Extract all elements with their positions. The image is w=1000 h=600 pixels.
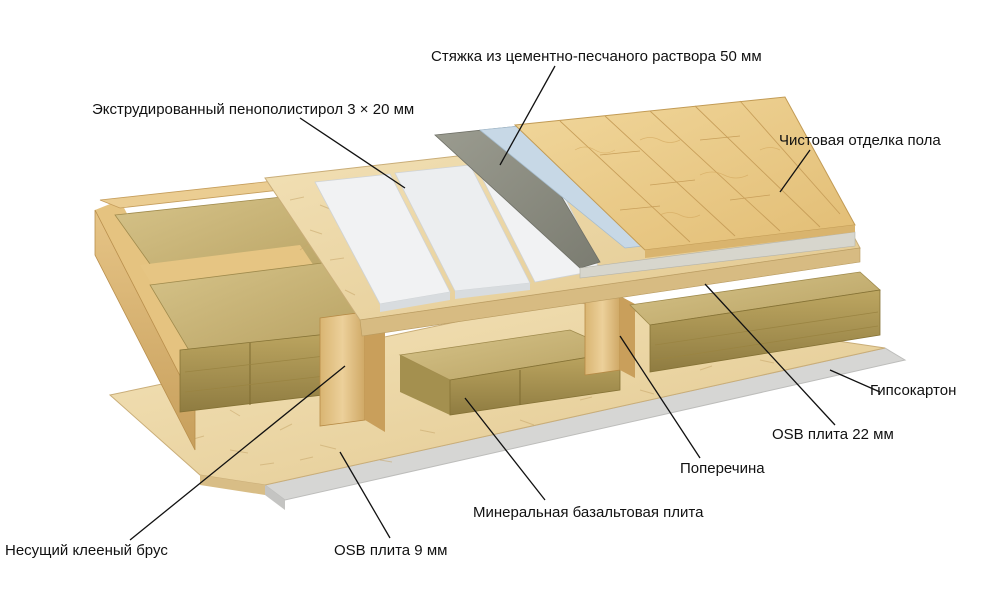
label-crossbar: Поперечина (680, 460, 765, 477)
label-osb9: OSB плита 9 мм (334, 542, 447, 559)
label-finish: Чистовая отделка пола (779, 132, 941, 149)
label-osb22: OSB плита 22 мм (772, 426, 894, 443)
label-xps: Экструдированный пенополистирол 3 × 20 м… (92, 101, 414, 118)
label-drywall: Гипсокартон (870, 382, 956, 399)
label-screed: Стяжка из цементно-песчаного раствора 50… (431, 48, 762, 65)
label-beam: Несущий клееный брус (5, 542, 168, 559)
crossbar-joist (585, 296, 635, 378)
label-mineral: Минеральная базальтовая плита (473, 504, 704, 521)
